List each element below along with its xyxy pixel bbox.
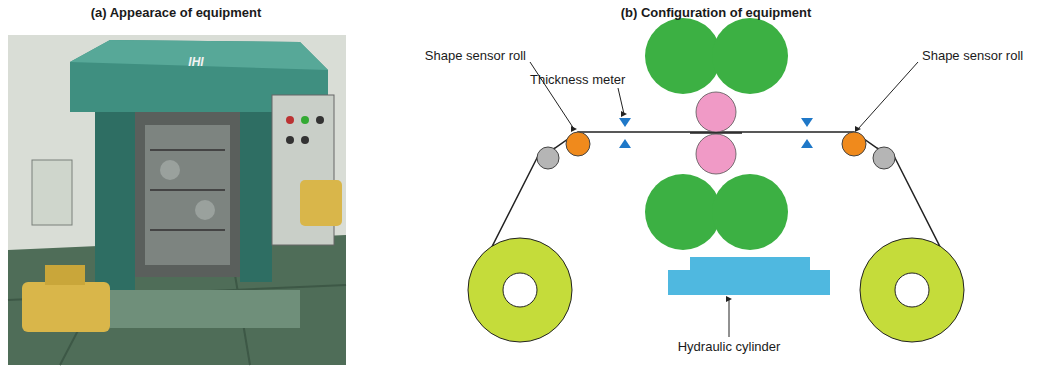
part-label: Shape sensor roll	[922, 48, 1023, 64]
rolling-mill-schematic	[468, 18, 964, 342]
panel-heading: (a) Appearace of equipment	[91, 5, 262, 21]
part-label: Hydraulic cylinder	[678, 339, 781, 355]
panel-heading: (b) Configuration of equipment	[621, 5, 812, 21]
maker-logo: IHI	[188, 54, 203, 70]
part-label: Thickness meter	[530, 72, 625, 88]
equipment-photo	[8, 35, 346, 365]
part-label: Shape sensor roll	[425, 48, 526, 64]
